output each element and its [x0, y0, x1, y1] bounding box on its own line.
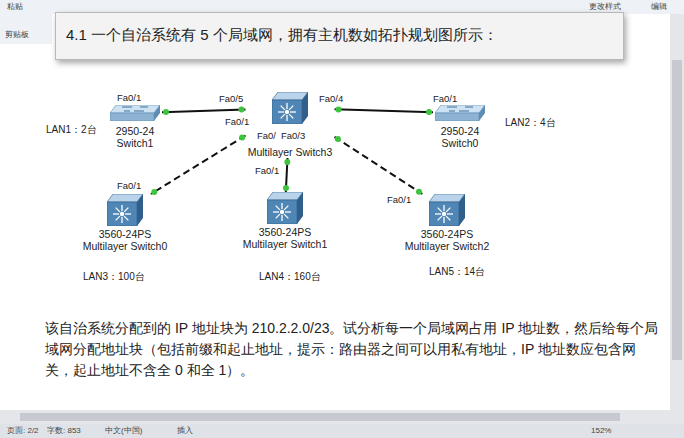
- port-label: Fa0/1: [254, 166, 280, 177]
- port-label: Fa0/1: [116, 93, 142, 104]
- status-text: 152%: [590, 426, 612, 435]
- horizontal-scrollbar: [0, 410, 670, 424]
- device-model: 3560-24PS: [81, 228, 170, 240]
- status-text: 字数: 853: [46, 426, 82, 435]
- multilayer-switch-icon: [107, 194, 143, 226]
- link-light: [239, 107, 245, 113]
- multilayer-switch-icon: [429, 194, 465, 226]
- lan-host-count: LAN5：14台: [428, 266, 486, 278]
- scroll-thumb: [672, 60, 682, 360]
- link-light: [284, 159, 290, 165]
- switch-node: 2950-24Switch1: [108, 105, 162, 149]
- vertical-scrollbar: [670, 14, 684, 424]
- device-model: 2950-24: [433, 125, 487, 137]
- heading-box: 4.1 一个自治系统有 5 个局域网，拥有主机数如拓扑规划图所示：: [55, 12, 624, 60]
- link-light: [163, 109, 169, 115]
- link-light: [416, 189, 422, 195]
- link-light: [283, 185, 289, 191]
- scroll-thumb: [20, 413, 620, 421]
- link-light: [239, 135, 245, 141]
- switch-icon: [110, 105, 160, 121]
- device-name: Multilayer Switch1: [241, 238, 330, 250]
- status-bar: [0, 424, 684, 438]
- multilayer-switch-node: 3560-24PSMultilayer Switch2: [403, 194, 492, 252]
- port-label: Fa0/: [256, 131, 277, 142]
- ribbon-panel: [0, 14, 52, 44]
- link-light: [335, 106, 341, 112]
- port-label: Fa0/5: [218, 94, 244, 105]
- switch-icon: [435, 105, 485, 121]
- port-label: Fa0/3: [280, 131, 306, 142]
- device-model: 3560-24PS: [403, 228, 492, 240]
- device-model: 2950-24: [108, 125, 162, 137]
- port-label: Fa0/1: [386, 195, 412, 206]
- port-label: Fa0/1: [116, 181, 142, 192]
- straight-link: [162, 109, 246, 112]
- lan-host-count: LAN3：100台: [82, 271, 146, 283]
- ribbon-label: 更改样式: [588, 2, 622, 11]
- ribbon-label: 编辑: [650, 2, 668, 11]
- lan-host-count: LAN1：2台: [45, 124, 98, 136]
- device-model: 3560-24PS: [241, 226, 330, 238]
- port-label: Fa0/1: [432, 94, 458, 105]
- port-label: Fa0/1: [224, 117, 250, 128]
- device-name: Switch1: [108, 137, 162, 149]
- document-page: [0, 14, 670, 410]
- device-name: Multilayer Switch3: [246, 146, 335, 158]
- ribbon-label: 剪贴板: [4, 30, 30, 39]
- question-text: 该自治系统分配到的 IP 地址块为 210.2.2.0/23。试分析每一个局域网…: [45, 318, 663, 381]
- link-light: [151, 189, 157, 195]
- crossover-link: [335, 137, 423, 194]
- lan-host-count: LAN4：160台: [258, 271, 322, 283]
- status-text: 页面: 2/2: [6, 426, 40, 435]
- port-label: Fa0/4: [318, 94, 344, 105]
- lan-host-count: LAN2：4台: [504, 117, 557, 129]
- device-name: Multilayer Switch2: [403, 240, 492, 252]
- device-name: Multilayer Switch0: [81, 240, 170, 252]
- status-text: 中文(中国): [104, 426, 143, 435]
- link-light: [426, 109, 432, 115]
- ribbon-label: 粘贴: [6, 2, 24, 11]
- crossover-link: [151, 136, 246, 194]
- device-name: Switch0: [433, 137, 487, 149]
- status-text: 插入: [176, 426, 194, 435]
- straight-link: [335, 109, 434, 112]
- multilayer-switch-icon: [267, 192, 303, 224]
- multilayer-switch-icon: [272, 92, 308, 124]
- link-light: [335, 136, 341, 142]
- multilayer-switch-node: 3560-24PSMultilayer Switch0: [81, 194, 170, 252]
- multilayer-switch-node: 3560-24PSMultilayer Switch1: [241, 192, 330, 250]
- heading-text: 4.1 一个自治系统有 5 个局域网，拥有主机数如拓扑规划图所示：: [66, 26, 498, 45]
- switch-node: 2950-24Switch0: [433, 105, 487, 149]
